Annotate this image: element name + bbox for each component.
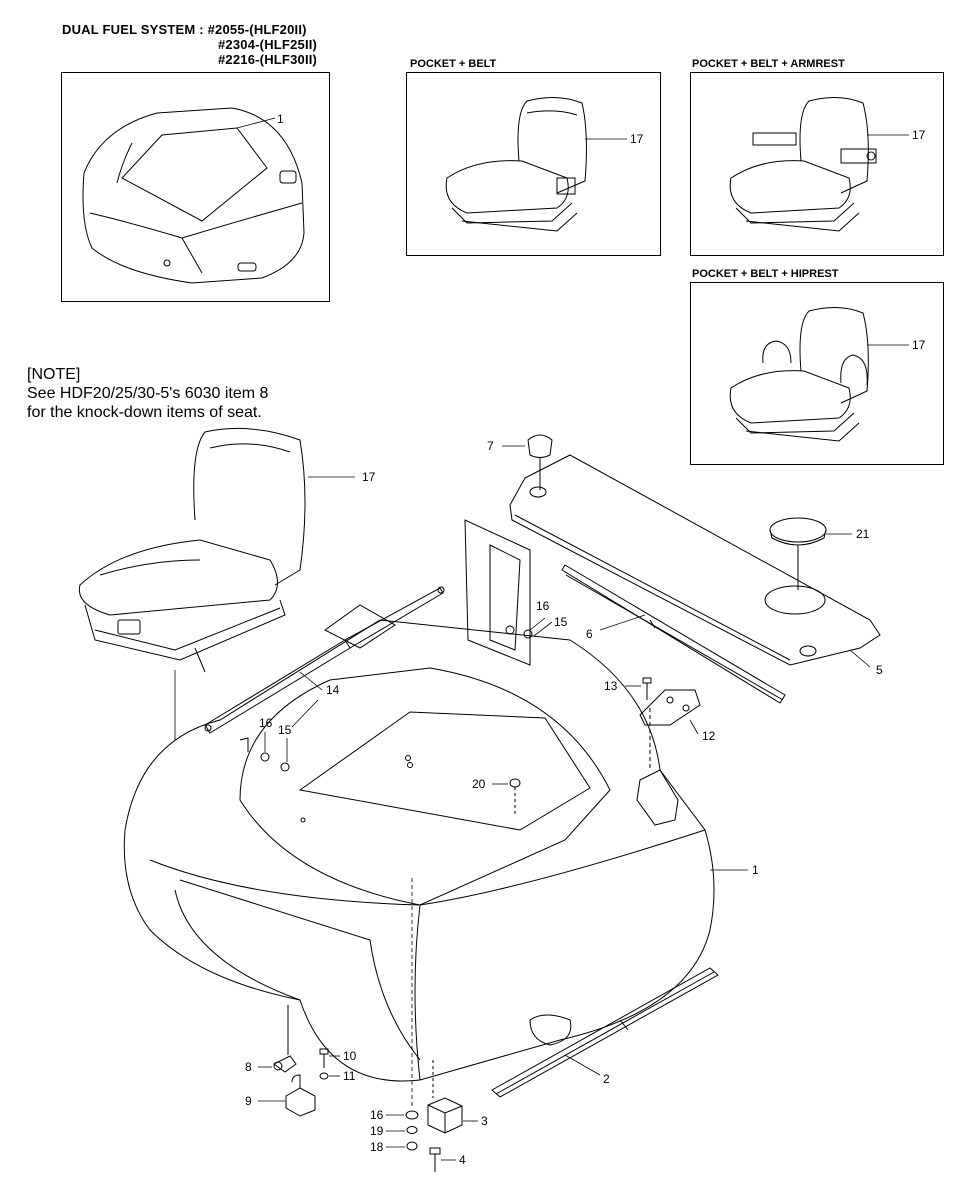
panel-part-5 (509, 454, 881, 666)
callout-13: 13 (604, 679, 618, 693)
inset-pocket-belt-armrest: 17 (690, 72, 944, 256)
seat-armrest-drawing: 17 (729, 97, 926, 232)
callout-18: 18 (370, 1140, 384, 1154)
washer-part-11 (319, 1072, 329, 1080)
catch-part-8 (273, 1005, 297, 1073)
hook-part-9 (285, 1074, 316, 1117)
callout-21: 21 (856, 527, 870, 541)
bolt-part-13 (642, 677, 652, 770)
bolt-part-10 (319, 1048, 329, 1068)
callout-15-lower: 15 (278, 723, 292, 737)
callout-17: 17 (362, 470, 376, 484)
lower-fasteners (239, 737, 290, 772)
callout-15-upper: 15 (554, 615, 568, 629)
callout-2: 2 (603, 1072, 610, 1086)
latch-part-12 (639, 689, 701, 726)
inset-dual-fuel-hood: 1 (61, 72, 330, 302)
callout-19: 19 (370, 1124, 384, 1138)
callout-inset-17-c: 17 (912, 338, 926, 352)
callout-4: 4 (459, 1153, 466, 1167)
dual-fuel-system-label: DUAL FUEL SYSTEM : #2055-(HLF20II) (62, 22, 307, 37)
callout-8: 8 (245, 1060, 252, 1074)
callout-9: 9 (245, 1094, 252, 1108)
block-part-3 (427, 1060, 463, 1134)
seat-hiprest-drawing: 17 (729, 307, 926, 442)
callout-16-bottom: 16 (370, 1108, 384, 1122)
callout-16-upper: 16 (536, 599, 550, 613)
seat-part-17 (78, 427, 306, 673)
callout-10: 10 (343, 1049, 357, 1063)
callout-3: 3 (481, 1114, 488, 1128)
note-line2: for the knock-down items of seat. (27, 404, 262, 421)
rubber-strip-part-6 (561, 564, 786, 704)
callout-inset-1: 1 (277, 112, 284, 126)
callout-11: 11 (343, 1069, 356, 1083)
inset-title-pocket-belt-armrest: POCKET + BELT + ARMREST (692, 58, 845, 70)
cap-part-21 (769, 517, 827, 590)
gas-strut-part-14 (204, 586, 445, 734)
strut-bracket (464, 519, 533, 666)
plug-part-20 (509, 778, 521, 815)
knob-part-7 (527, 434, 553, 490)
callout-12: 12 (702, 729, 716, 743)
note-line1: See HDF20/25/30-5's 6030 item 8 (27, 385, 269, 402)
strip-part-2 (491, 967, 719, 1098)
dual-fuel-system-line3: #2216-(HLF30II) (218, 52, 318, 67)
callout-20: 20 (472, 777, 486, 791)
inset-pocket-belt: 17 (406, 72, 661, 256)
seat-pocket-belt-drawing: 17 (445, 97, 644, 232)
callout-6: 6 (586, 627, 593, 641)
note-title: [NOTE] (27, 366, 81, 383)
callout-7: 7 (487, 439, 494, 453)
inset-title-pocket-belt: POCKET + BELT (410, 58, 497, 70)
bolt-part-4 (429, 1147, 441, 1172)
callout-inset-17-b: 17 (912, 128, 926, 142)
washer-stack (405, 1110, 419, 1151)
callout-1: 1 (752, 863, 759, 877)
inset-title-pocket-belt-hiprest: POCKET + BELT + HIPREST (692, 268, 839, 280)
callout-inset-17-a: 17 (630, 132, 644, 146)
inset-pocket-belt-hiprest: 17 (690, 282, 944, 465)
callout-16-lower: 16 (259, 716, 273, 730)
callout-5: 5 (876, 663, 883, 677)
hood-part-1 (123, 619, 715, 1082)
callout-14: 14 (326, 683, 340, 697)
dual-fuel-system-line2: #2304-(HLF25II) (218, 37, 318, 52)
hood-inset-drawing: 1 (82, 107, 305, 284)
